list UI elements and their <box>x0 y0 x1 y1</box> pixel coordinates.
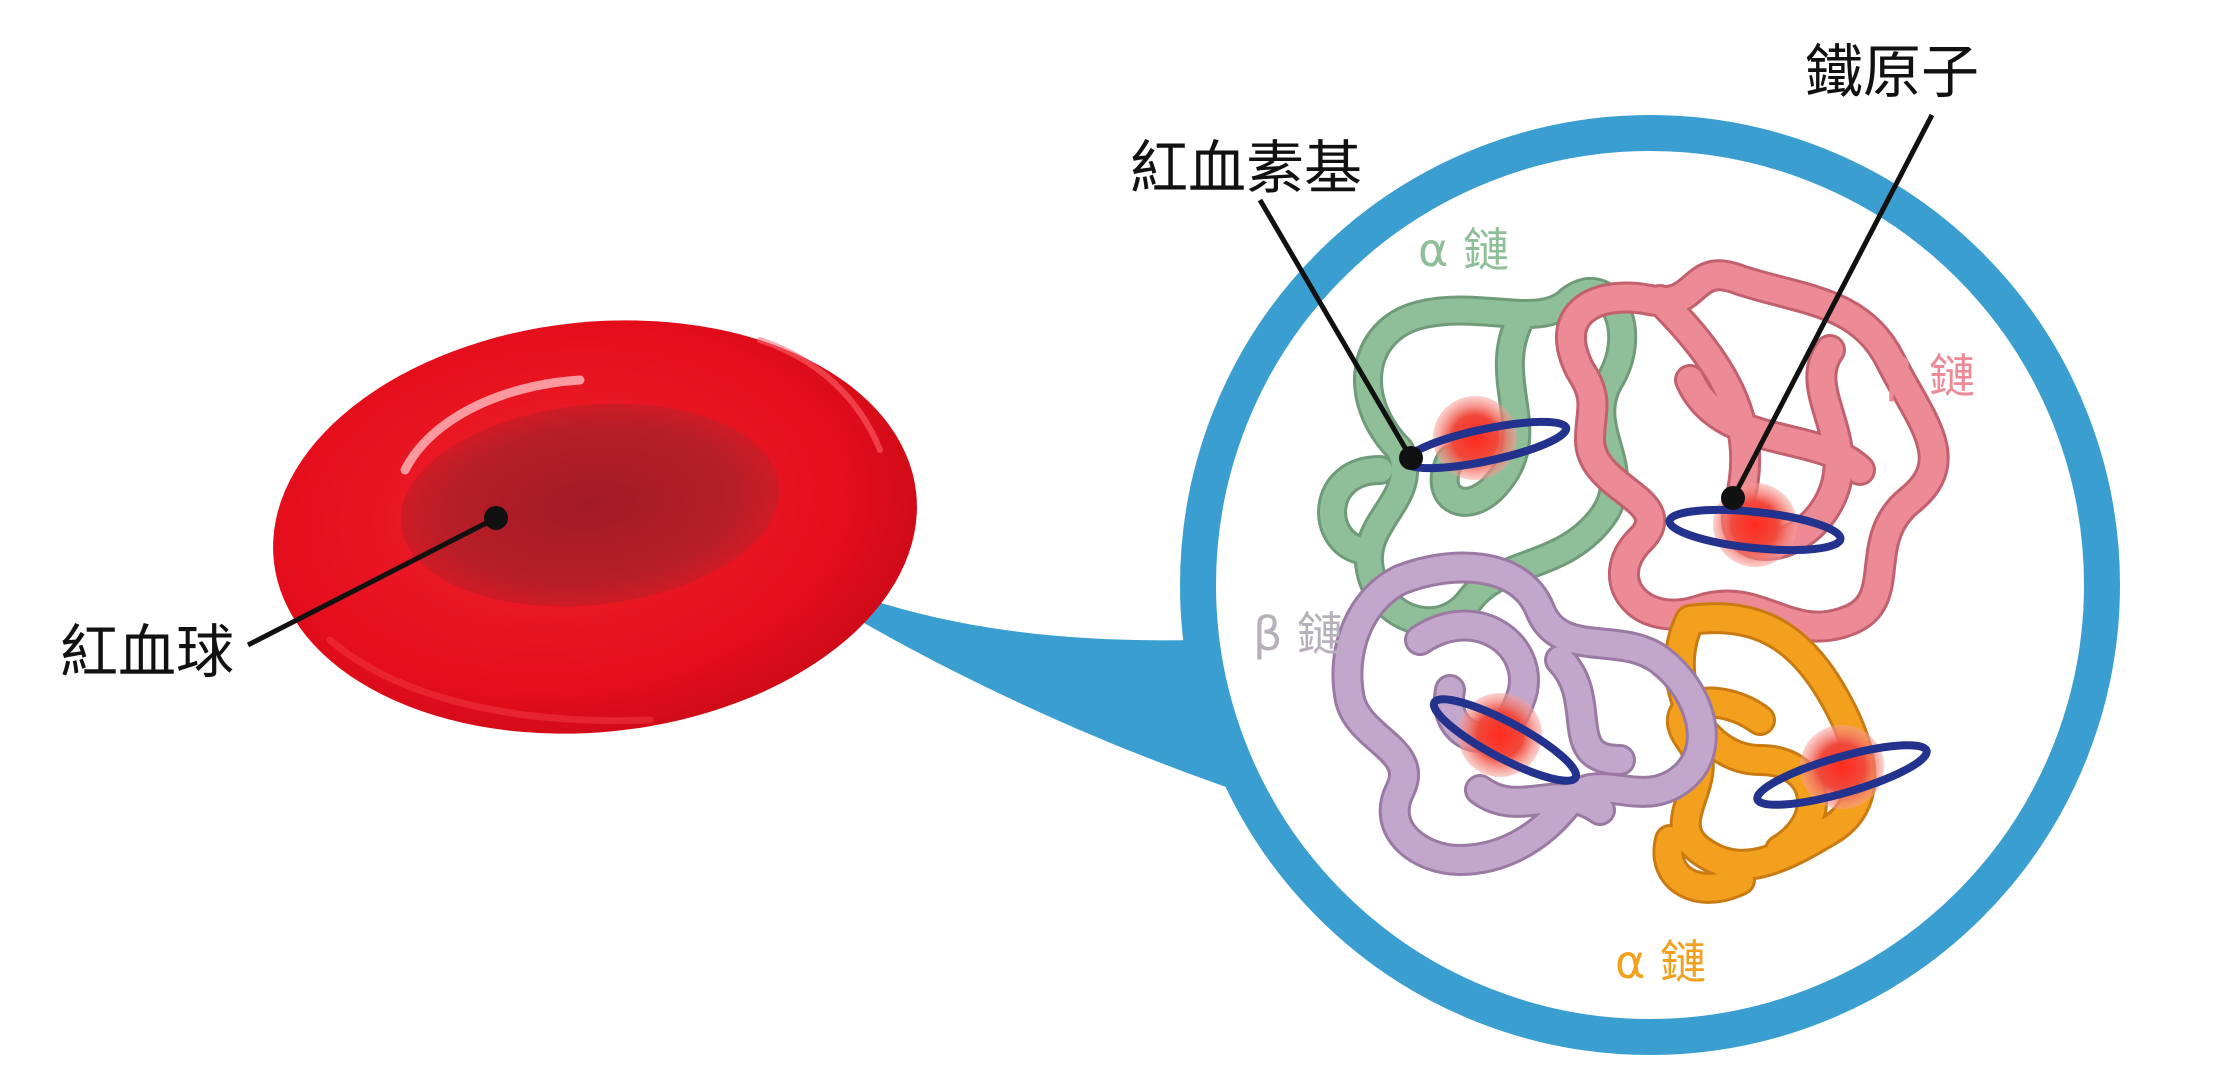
label-beta-chain-left: β 鏈 <box>1253 607 1343 661</box>
label-red-blood-cell: 紅血球 <box>60 618 234 686</box>
heme-group-alpha-bottom <box>1753 725 1931 809</box>
rbc-leader-line <box>246 515 498 648</box>
heme-leader-dot <box>1399 446 1423 470</box>
label-iron-atom: 鐵原子 <box>1805 38 1979 106</box>
cell-center-dimple <box>400 403 780 607</box>
label-heme: 紅血素基 <box>1130 134 1362 202</box>
iron-leader-dot <box>1721 486 1745 510</box>
rbc-leader-dot <box>484 506 508 530</box>
heme-leader-line <box>1257 198 1414 460</box>
cell-highlight <box>400 375 585 475</box>
label-beta-chain-right: β 鏈 <box>1885 349 1975 403</box>
label-alpha-chain-top: α 鏈 <box>1418 223 1509 277</box>
label-alpha-chain-bottom: α 鏈 <box>1615 935 1706 989</box>
iron-leader-line <box>1730 113 1935 500</box>
magnifier-circle <box>1180 115 2120 1055</box>
heme-group-beta-left <box>1429 693 1581 785</box>
red-blood-cell <box>273 320 917 734</box>
